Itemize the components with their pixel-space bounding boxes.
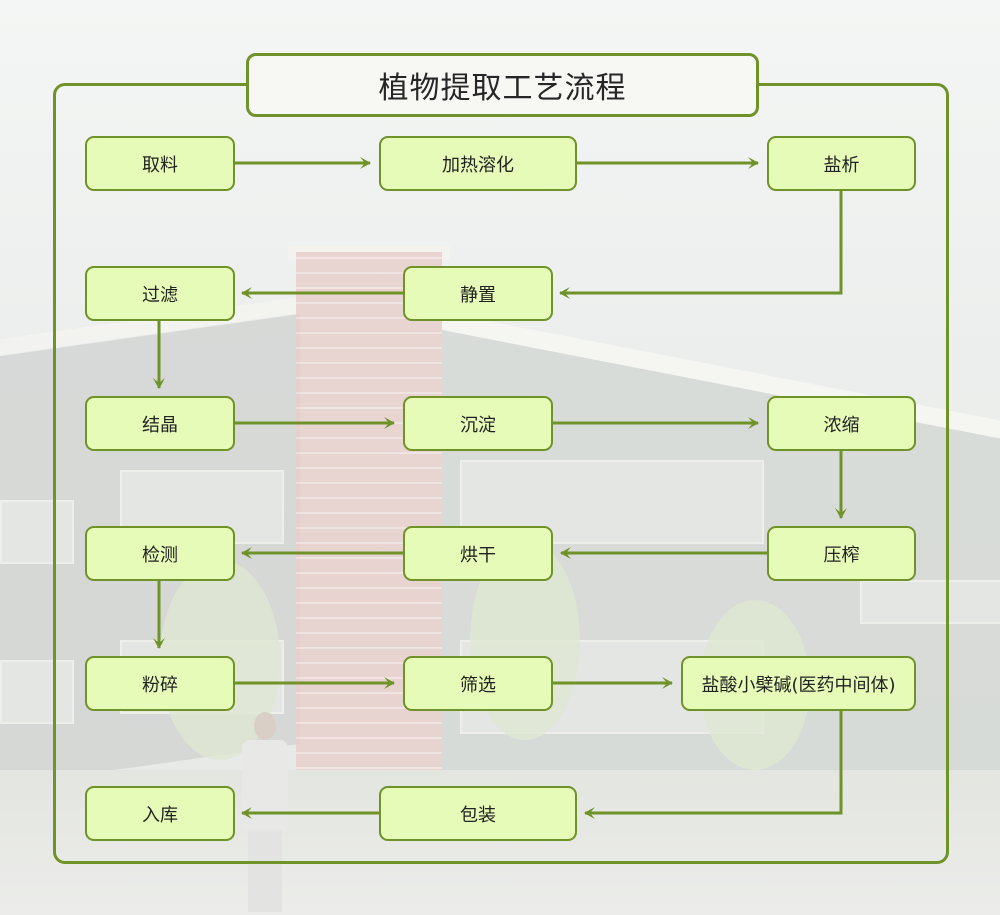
step-ru-ku: 入库	[85, 786, 235, 841]
step-jia-re-rong-hua: 加热溶化	[379, 136, 577, 191]
step-nong-suo: 浓缩	[767, 396, 916, 451]
step-yan-xi: 盐析	[767, 136, 916, 191]
step-hong-gan: 烘干	[403, 526, 553, 581]
page-title: 植物提取工艺流程	[246, 53, 759, 117]
step-jing-zhi: 静置	[403, 266, 553, 321]
step-shai-xuan: 筛选	[403, 656, 553, 711]
step-bao-zhuang: 包装	[379, 786, 577, 841]
step-jian-ce: 检测	[85, 526, 235, 581]
step-qu-liao: 取料	[85, 136, 235, 191]
step-chen-dian: 沉淀	[403, 396, 553, 451]
step-guo-lv: 过滤	[85, 266, 235, 321]
arrow-yan-suan-to-bao-zhuang	[584, 711, 843, 819]
step-fen-sui: 粉碎	[85, 656, 235, 711]
step-ya-zha: 压榨	[767, 526, 916, 581]
step-yan-suan-xiao-bo-jian: 盐酸小檗碱(医药中间体)	[681, 656, 916, 711]
arrow-yan-xi-to-jing-zhi	[559, 191, 843, 299]
step-jie-jing: 结晶	[85, 396, 235, 451]
